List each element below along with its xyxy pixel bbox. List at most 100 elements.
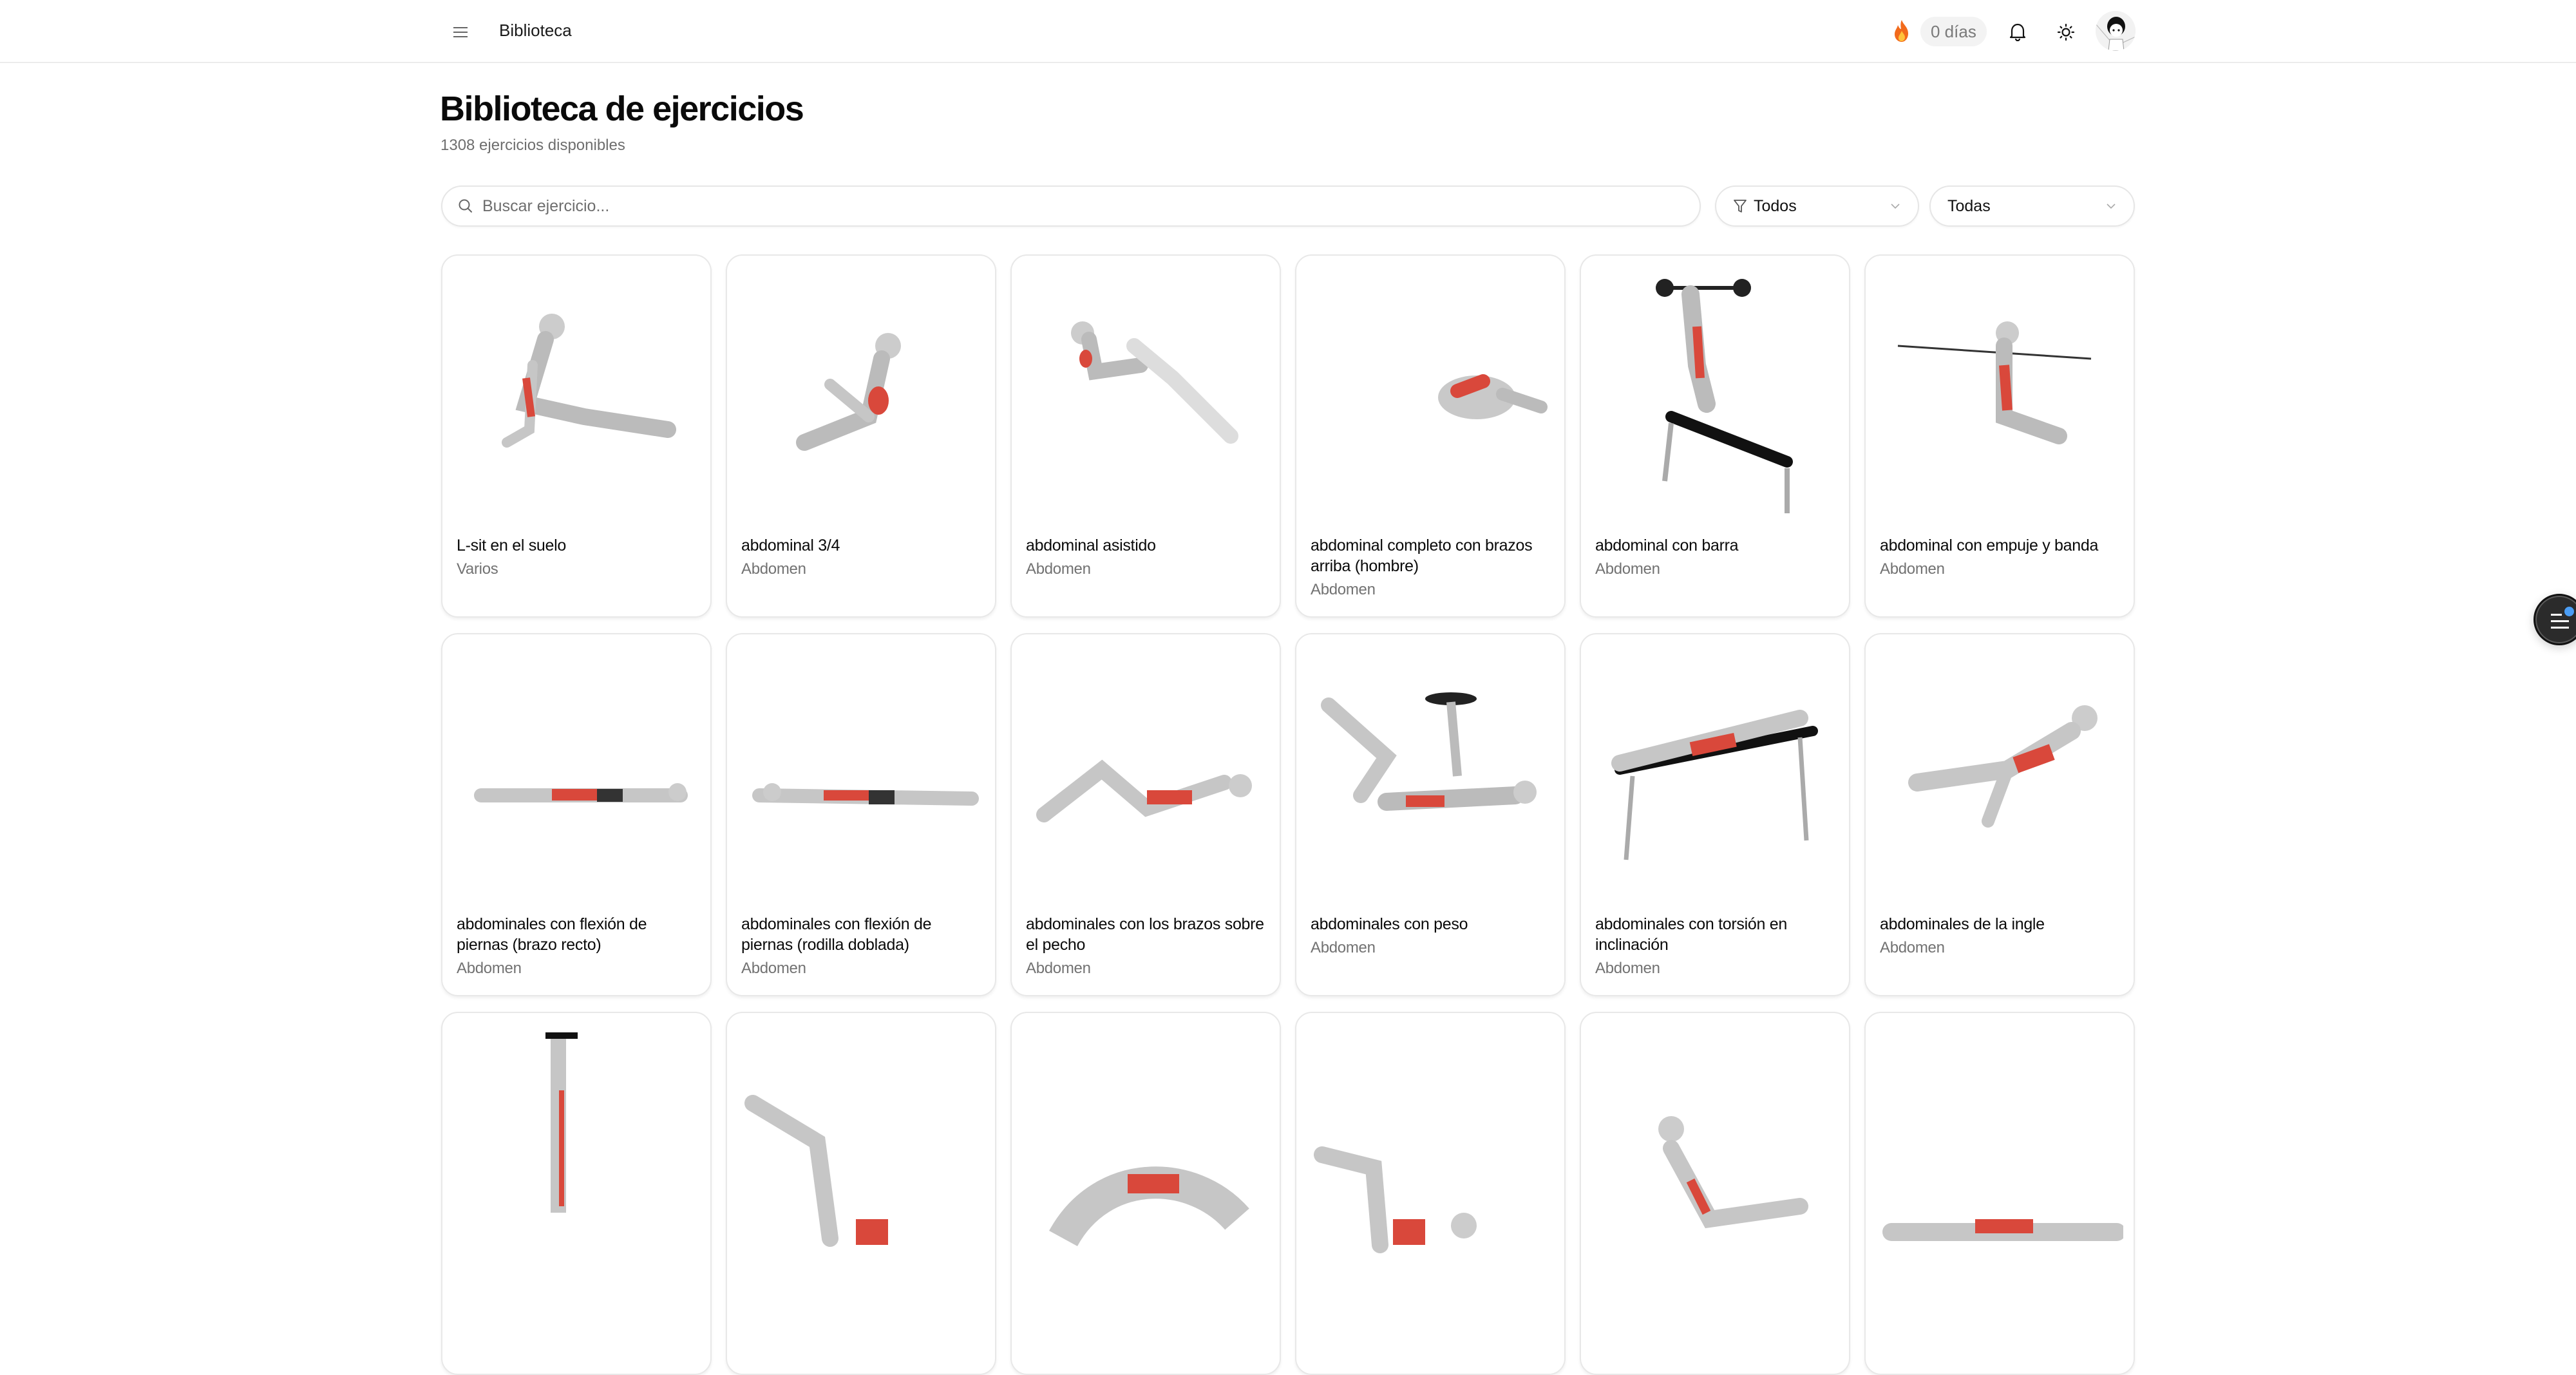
exercise-name: abdominal con empuje y banda xyxy=(1880,536,2099,555)
equipment-select[interactable]: Todas xyxy=(1929,185,2135,227)
exercise-card[interactable] xyxy=(1864,1012,2135,1375)
exercise-illustration xyxy=(1018,1019,1276,1277)
exercise-name: abdominal con barra xyxy=(1595,536,1739,555)
exercise-muscle-group: Abdomen xyxy=(1595,560,1660,578)
exercise-info xyxy=(741,1293,983,1296)
exercise-muscle-group: Abdomen xyxy=(1311,581,1376,598)
list-menu-icon xyxy=(2551,614,2569,629)
exercise-illustration xyxy=(449,641,706,898)
exercise-illustration xyxy=(1587,262,1845,520)
top-bar: Biblioteca 0 días xyxy=(0,0,2576,63)
menu-button[interactable] xyxy=(444,19,477,45)
exercise-card[interactable] xyxy=(1010,1012,1281,1375)
exercise-name: abdominal asistido xyxy=(1026,536,1156,555)
exercise-type-select[interactable]: Todos xyxy=(1715,185,1919,227)
exercise-muscle-group: Abdomen xyxy=(741,560,806,578)
exercise-info xyxy=(1311,1293,1553,1296)
app-title: Biblioteca xyxy=(499,21,572,40)
exercise-illustration xyxy=(734,262,991,520)
equipment-value: Todas xyxy=(1947,196,1991,215)
exercise-card[interactable] xyxy=(726,1012,996,1375)
chevron-down-icon xyxy=(2107,204,2116,209)
search-field[interactable] xyxy=(441,185,1701,227)
exercise-name: abdominal completo con brazos arriba (ho… xyxy=(1311,536,1533,575)
exercise-name: abdominales con torsión en inclinación xyxy=(1595,915,1787,954)
exercise-name: abdominales con flexión de piernas (braz… xyxy=(457,915,647,954)
user-avatar[interactable] xyxy=(2096,11,2136,51)
exercise-illustration xyxy=(1303,641,1560,898)
exercise-info xyxy=(1880,1293,2122,1296)
search-icon xyxy=(459,199,472,213)
exercise-card[interactable]: abdominales con flexión de piernas (braz… xyxy=(441,633,712,996)
exercise-card[interactable]: abdominales con los brazos sobre el pech… xyxy=(1010,633,1281,996)
exercise-card[interactable]: abdominales con flexión de piernas (rodi… xyxy=(726,633,996,996)
exercise-illustration xyxy=(1018,262,1276,520)
search-input[interactable] xyxy=(482,196,1642,216)
exercise-card[interactable]: abdominal completo con brazos arriba (ho… xyxy=(1295,254,1566,618)
filter-icon xyxy=(1734,200,1747,213)
exercise-name: abdominales de la ingle xyxy=(1880,915,2045,933)
exercise-info: abdominal completo con brazos arriba (ho… xyxy=(1311,535,1553,600)
exercise-info: abdominales con flexión de piernas (braz… xyxy=(457,914,699,978)
exercise-card[interactable] xyxy=(1295,1012,1566,1375)
chevron-down-icon xyxy=(1891,204,1900,209)
exercise-info: abdominales con los brazos sobre el pech… xyxy=(1026,914,1268,978)
exercise-info: abdominales con flexión de piernas (rodi… xyxy=(741,914,983,978)
fire-icon xyxy=(1895,20,1908,42)
exercise-illustration xyxy=(1587,1019,1845,1277)
exercise-name: abdominal 3/4 xyxy=(741,536,840,555)
exercise-name: L-sit en el suelo xyxy=(457,536,566,555)
exercise-illustration xyxy=(1872,641,2130,898)
exercise-muscle-group: Abdomen xyxy=(741,960,806,977)
exercise-illustration xyxy=(1303,1019,1560,1277)
notification-dot xyxy=(2564,607,2574,616)
exercise-illustration xyxy=(1303,262,1560,520)
exercise-info xyxy=(1026,1293,1268,1296)
exercise-count: 1308 ejercicios disponibles xyxy=(440,137,625,154)
exercise-muscle-group: Abdomen xyxy=(1880,939,1945,956)
theme-toggle-button[interactable] xyxy=(2052,18,2080,46)
exercise-illustration xyxy=(1587,641,1845,898)
page-title: Biblioteca de ejercicios xyxy=(440,90,804,128)
floating-menu-button[interactable] xyxy=(2533,594,2576,645)
exercise-muscle-group: Abdomen xyxy=(1880,560,1945,578)
exercise-illustration xyxy=(449,262,706,520)
exercise-muscle-group: Abdomen xyxy=(457,960,522,977)
exercise-info xyxy=(457,1293,699,1296)
exercise-illustration xyxy=(1872,1019,2130,1277)
bell-icon xyxy=(2009,23,2026,41)
exercise-type-value: Todos xyxy=(1754,196,1797,215)
sun-icon xyxy=(2057,23,2075,41)
exercise-illustration xyxy=(1872,262,2130,520)
notifications-button[interactable] xyxy=(2003,18,2032,46)
exercise-card[interactable] xyxy=(441,1012,712,1375)
streak-label: 0 días xyxy=(1931,21,1976,41)
exercise-card[interactable] xyxy=(1580,1012,1850,1375)
exercise-illustration xyxy=(1018,641,1276,898)
exercise-muscle-group: Abdomen xyxy=(1026,960,1091,977)
exercise-name: abdominales con peso xyxy=(1311,915,1468,933)
exercise-illustration xyxy=(734,1019,991,1277)
streak-counter[interactable]: 0 días xyxy=(1920,17,1987,46)
hamburger-menu-icon xyxy=(453,27,468,37)
exercise-muscle-group: Abdomen xyxy=(1026,560,1091,578)
avatar-image xyxy=(2096,11,2136,51)
exercise-illustration xyxy=(734,641,991,898)
exercise-muscle-group: Abdomen xyxy=(1595,960,1660,977)
